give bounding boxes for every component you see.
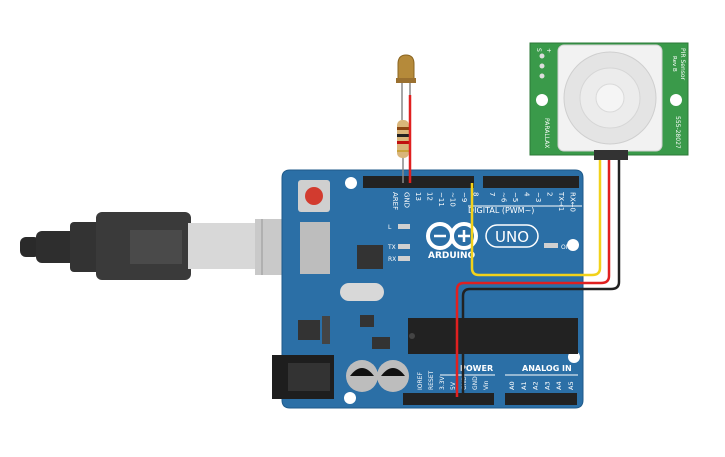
power-label: POWER (460, 364, 493, 373)
led-tx-label: TX (387, 244, 396, 251)
hdr-right-7: RX←0 (569, 192, 577, 212)
pir-pins-0: S (535, 48, 542, 52)
hdr-right-5: 2 (546, 192, 554, 196)
on-led (544, 243, 558, 248)
ana-pins-5: A5 (567, 381, 575, 390)
pwr-pins-4: GND (461, 376, 468, 390)
hdr-left-0: AREF (391, 192, 399, 210)
power-wire (455, 160, 611, 397)
pir-rev: Rev B (671, 56, 677, 72)
pir-part: 555-28027 (674, 116, 681, 149)
hdr-right-3: 4 (523, 192, 531, 197)
usb-cable (20, 212, 327, 280)
atmega-chip (408, 318, 578, 354)
ground-wire (461, 160, 621, 397)
hdr-right-4: ~3 (534, 192, 542, 202)
hdr-right-6: TX→1 (557, 191, 565, 211)
hdr-left-5: ~10 (449, 192, 457, 207)
led-component (396, 54, 416, 120)
pwr-pins-6: Vin (483, 380, 490, 390)
analog-header[interactable] (505, 393, 577, 405)
led-l (398, 224, 410, 229)
hdr-left-4: ~11 (437, 192, 445, 207)
hdr-right-1: ~6 (500, 192, 508, 203)
crystal (340, 283, 384, 301)
analog-label: ANALOG IN (522, 364, 572, 373)
hdr-left-2: 13 (414, 192, 422, 201)
pwr-pins-5: GND (472, 376, 479, 390)
model-label: UNO (495, 228, 529, 246)
digital-label: DIGITAL (PWM~) (468, 206, 534, 215)
ana-pins-3: A3 (543, 381, 551, 390)
hdr-right-0: 7 (488, 192, 496, 196)
signal-wire (470, 160, 602, 277)
pwr-pins-1: RESET (428, 370, 435, 390)
led-tx (398, 244, 410, 249)
ana-pins-1: A1 (520, 381, 528, 390)
digital-header-left[interactable] (363, 176, 474, 188)
hdr-left-3: 12 (426, 192, 434, 201)
usb-icon (130, 230, 182, 264)
pir-connector (594, 150, 628, 160)
led-rx-label: RX (388, 256, 396, 263)
pwr-pins-0: IOREF (417, 372, 424, 390)
power-pin-labels: IOREF RESET 3.3V 5V GND GND Vin (417, 370, 490, 390)
led-rx (398, 256, 410, 261)
hdr-left-7: 8 (472, 192, 480, 196)
uno-badge (485, 224, 539, 248)
usb-chip (357, 245, 383, 269)
on-label: ON (561, 244, 570, 251)
brand-label: ARDUINO (428, 251, 476, 261)
pir-sensor: S+- PARALLAX 555-28027 PIR Sensor Rev B (529, 42, 689, 160)
pwr-pins-2: 3.3V (439, 375, 446, 390)
wires (408, 95, 621, 397)
pir-brand: PARALLAX (543, 118, 550, 148)
ana-pins-4: A4 (555, 381, 563, 390)
digital-header-right[interactable] (483, 176, 579, 188)
led-l-label: L (388, 224, 392, 231)
hdr-left-6: ~9 (460, 192, 468, 202)
resistor (397, 120, 409, 183)
arduino-logo-icon (426, 222, 478, 250)
hdr-right-2: ~5 (511, 192, 519, 202)
hdr-left-1: GND (403, 192, 411, 208)
ana-pins-0: A0 (508, 381, 516, 390)
pir-title: PIR Sensor (679, 48, 686, 81)
pir-pins-1: + (545, 48, 552, 53)
pwr-pins-3: 5V (450, 381, 457, 390)
regulator (298, 320, 320, 340)
power-header[interactable] (403, 393, 494, 405)
ana-pins-2: A2 (532, 381, 540, 390)
